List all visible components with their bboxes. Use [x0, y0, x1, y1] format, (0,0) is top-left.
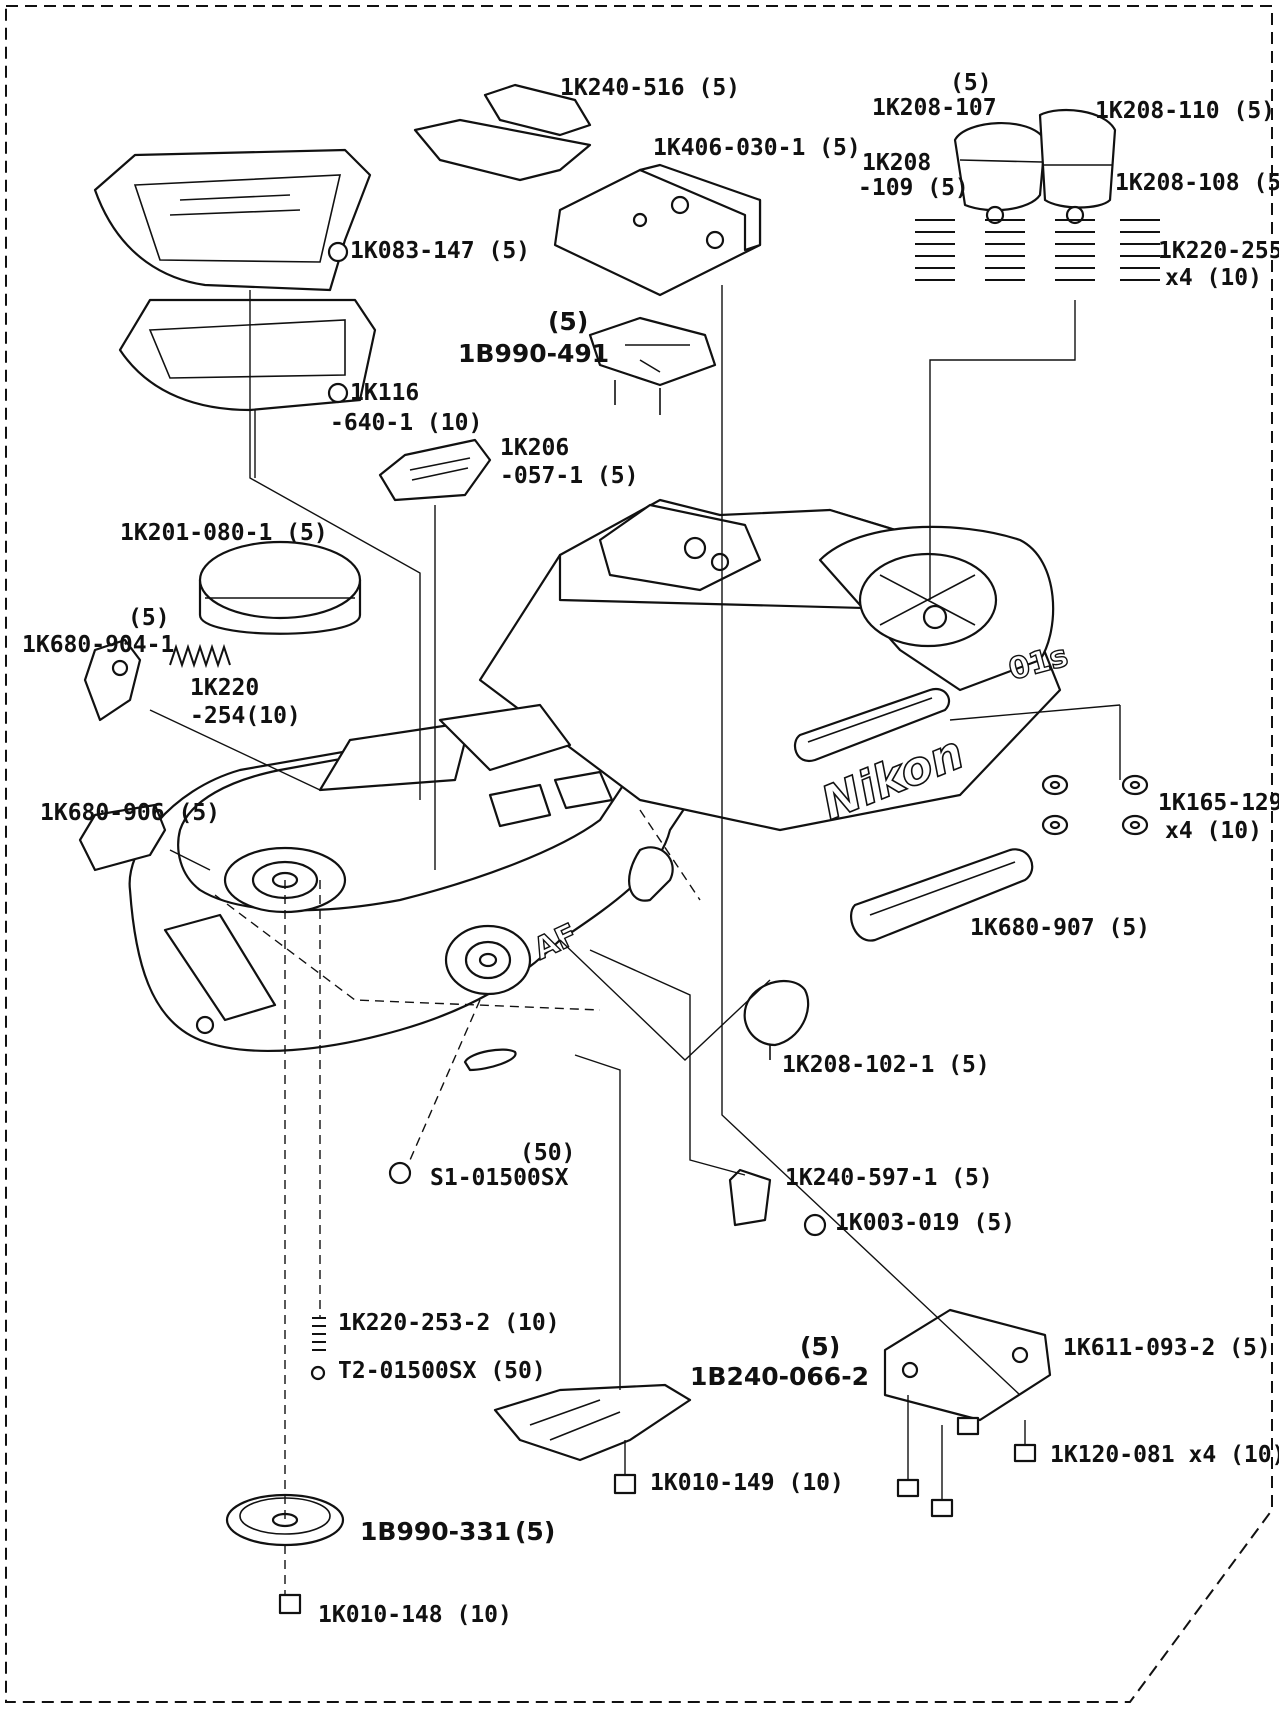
label-1k116-a: 1K116: [350, 380, 419, 406]
hidden-lines: [214, 809, 701, 1595]
label-1k406-030-1: 1K406-030-1 (5): [653, 135, 861, 161]
label-1k220-255-a: 1K220-255: [1158, 238, 1279, 264]
part-labels: 1K240-516 (5) 1K406-030-1 (5) (5) 1K208-…: [22, 70, 1279, 1628]
label-1k611-093-2: 1K611-093-2 (5): [1063, 1335, 1271, 1361]
flash-contact-part: [588, 316, 717, 415]
label-1k083-147: 1K083-147 (5): [350, 238, 530, 264]
label-1k003-019: 1K003-019 (5): [835, 1210, 1015, 1236]
label-1b240-066-2-qty: (5): [800, 1332, 840, 1361]
label-1k208-107-qty: (5): [950, 70, 992, 96]
label-1k680-907: 1K680-907 (5): [970, 915, 1150, 941]
label-1k208-109-b: -109 (5): [858, 175, 969, 201]
special-tool-mark-2: [327, 382, 349, 404]
plate-1k611-093-2: [883, 1308, 1052, 1422]
label-1k165-129-a: 1K165-129: [1158, 790, 1279, 816]
lcd-cover-part: [93, 148, 372, 292]
washers-1k165-129: [1041, 774, 1149, 836]
label-1b990-491: 1B990-491: [458, 339, 609, 368]
assembly-leader-lines: [149, 285, 1121, 1500]
label-1k010-149: 1K010-149 (10): [650, 1470, 844, 1496]
label-s1-01500sx: S1-01500SX: [430, 1165, 569, 1191]
label-t2-01500sx: T2-01500SX (50): [338, 1358, 546, 1384]
label-1b990-331-qty: (5): [515, 1517, 555, 1546]
screw-1k010-149: [613, 1473, 637, 1495]
left-mode-dials: [953, 121, 1047, 225]
e-ring-s1: [388, 1161, 412, 1185]
label-1k680-906: 1K680-906 (5): [40, 800, 220, 826]
label-1b240-066-2: 1B240-066-2: [690, 1362, 869, 1391]
top-cover-body: Nikon 01s AF: [128, 498, 1072, 1072]
spring-1k220-254: [169, 643, 231, 669]
label-s1-qty: (50): [520, 1140, 575, 1166]
label-1k208-110: 1K208-110 (5): [1095, 98, 1275, 124]
rewind-knob-part: [198, 540, 362, 635]
label-1k220-253-2: 1K220-253-2 (10): [338, 1310, 560, 1336]
label-1k206-b: -057-1 (5): [500, 463, 638, 489]
label-1k010-148: 1K010-148 (10): [318, 1602, 512, 1628]
mode-button-part: [378, 438, 492, 502]
screw-1k010-148: [278, 1593, 302, 1615]
screw-1k003-019: [803, 1213, 827, 1237]
flex-circuit-part: [493, 1383, 692, 1462]
t2-ring: [310, 1365, 326, 1381]
bracket-part: [728, 1168, 772, 1227]
label-1k208-102-1: 1K208-102-1 (5): [782, 1052, 990, 1078]
label-1k208-107: 1K208-107: [872, 95, 997, 121]
label-1k240-597-1: 1K240-597-1 (5): [785, 1165, 993, 1191]
diagram-frame: [5, 5, 1273, 1703]
label-1b990-331: 1B990-331: [360, 1517, 511, 1546]
cover-1k680-906-part: [78, 803, 167, 872]
label-1k220-254-a: 1K220: [190, 675, 259, 701]
label-1k680-904-1: 1K680-904-1: [22, 632, 174, 658]
label-1k240-516: 1K240-516 (5): [560, 75, 740, 101]
label-1k220-255-b: x4 (10): [1165, 265, 1262, 291]
contact-plate-part: [413, 83, 592, 182]
screws-1k120-081: [896, 1416, 1037, 1518]
label-1b990-491-qty: (5): [548, 307, 588, 336]
dial-springs: [915, 219, 1160, 281]
label-1k116-b: -640-1 (10): [330, 410, 482, 436]
lcd-gasket-part: [118, 298, 377, 412]
label-1k201-080-1: 1K201-080-1 (5): [120, 520, 328, 546]
label-1k208-109-a: 1K208: [862, 150, 931, 176]
small-knob-part: [83, 638, 142, 722]
eyepiece-cover-part: [850, 848, 1034, 942]
label-1k206-a: 1K206: [500, 435, 569, 461]
release-button-part: [743, 980, 810, 1060]
right-mode-dials: [1038, 108, 1117, 225]
special-tool-mark-1: [327, 241, 349, 263]
label-1k120-081: 1K120-081 x4 (10): [1050, 1442, 1279, 1468]
spring-1k220-253-2: [312, 1317, 326, 1351]
label-1k680-904-1-qty: (5): [128, 605, 170, 631]
label-1k165-129-b: x4 (10): [1165, 818, 1262, 844]
accessory-shoe-part: [553, 163, 762, 297]
label-1k208-108: 1K208-108 (5): [1115, 170, 1279, 196]
label-1k220-254-b: -254(10): [190, 703, 301, 729]
